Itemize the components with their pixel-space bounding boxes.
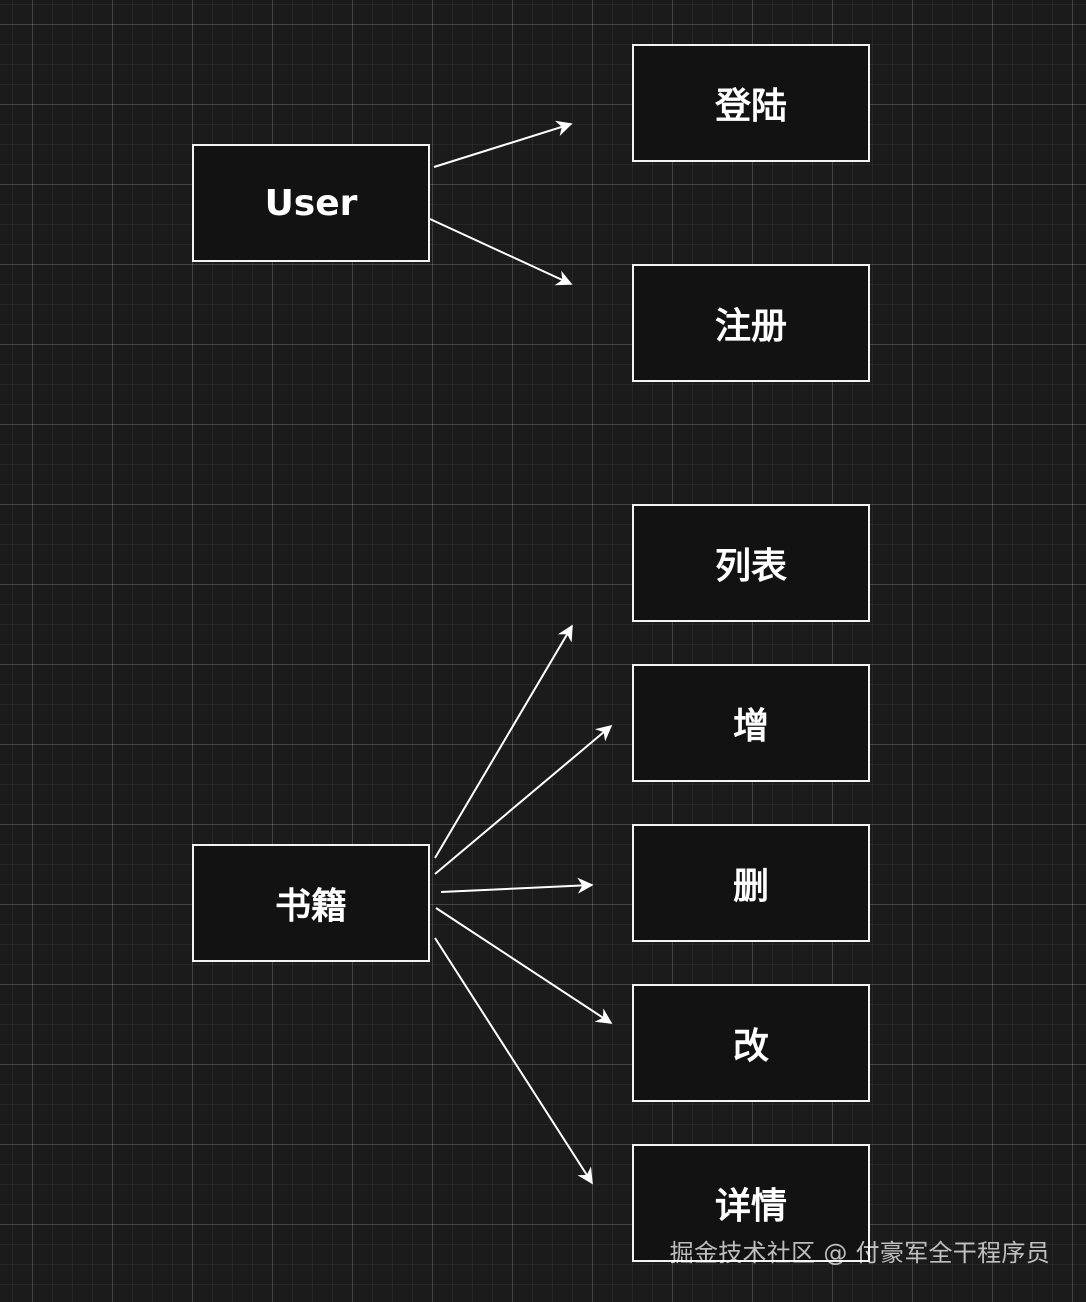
add-node: 增 (632, 664, 870, 782)
arrow-books-to-edit (435, 907, 613, 1024)
list-node: 列表 (632, 504, 870, 622)
details-node-label: 详情 (714, 1186, 787, 1227)
arrow-user-to-login (433, 120, 573, 168)
user-node-label: User (264, 182, 358, 224)
arrow-books-to-list (434, 624, 573, 859)
arrow-books-to-delete (440, 877, 594, 894)
register-node: 注册 (632, 264, 870, 382)
arrow-books-to-details (434, 937, 593, 1185)
watermark: 掘金技术社区 @ 付豪军全干程序员 (669, 1239, 1050, 1267)
details-node: 详情 (632, 1144, 870, 1262)
user-node: User (192, 144, 430, 262)
login-node: 登陆 (632, 44, 870, 162)
arrow-books-to-add (434, 724, 613, 875)
login-node-label: 登陆 (714, 86, 787, 127)
list-node-label: 列表 (714, 546, 787, 587)
books-node: 书籍 (192, 844, 430, 962)
edit-node: 改 (632, 984, 870, 1102)
add-node-label: 增 (732, 706, 769, 747)
delete-node: 删 (632, 824, 870, 942)
books-node-label: 书籍 (274, 886, 347, 927)
arrow-user-to-register (429, 218, 573, 286)
register-node-label: 注册 (714, 306, 787, 347)
edit-node-label: 改 (732, 1026, 769, 1067)
delete-node-label: 删 (732, 866, 769, 907)
